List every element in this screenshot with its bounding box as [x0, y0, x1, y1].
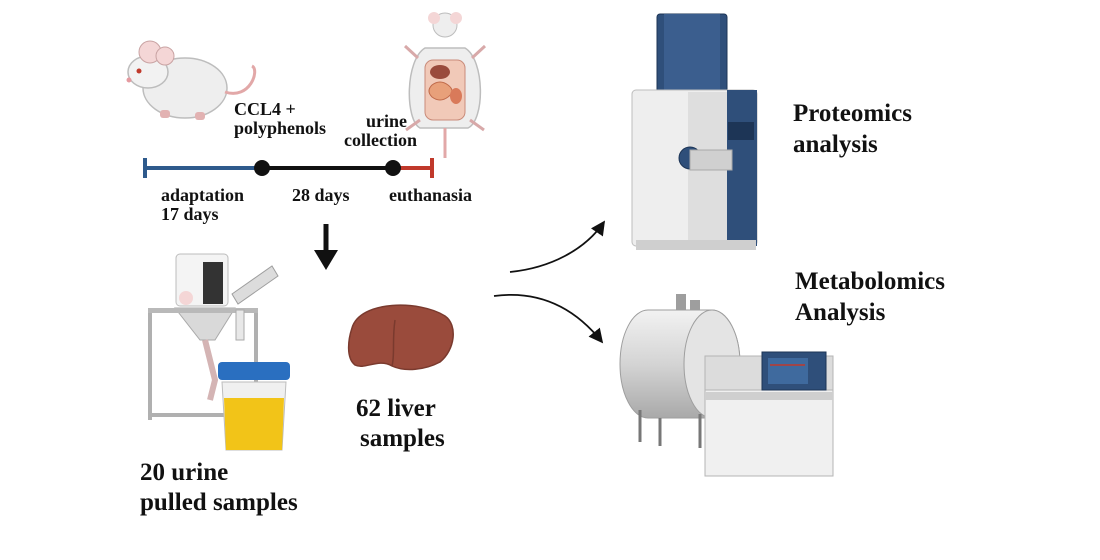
dissected-mouse-illustration	[403, 12, 487, 158]
liver-samples-label: 62 liver samples	[356, 394, 445, 454]
adaptation-label: adaptation 17 days	[161, 186, 244, 224]
collection-dot	[385, 160, 401, 176]
urine-fill	[224, 398, 284, 450]
treatment-start-dot	[254, 160, 270, 176]
timeline	[143, 158, 434, 178]
arrow-to-proteomics	[509, 220, 606, 273]
urine-collection-label: urine collection	[344, 111, 417, 150]
nmr-magnet-illustration	[619, 294, 834, 477]
treatment-label-line-2: polyphenols	[234, 117, 327, 138]
adaptation-label-line-1: adaptation	[161, 185, 245, 205]
liver-samples-line-2: samples	[360, 425, 445, 452]
down-arrow	[314, 224, 338, 270]
euthanasia-label: euthanasia	[389, 185, 473, 205]
mass-spectrometer-illustration	[631, 13, 758, 250]
urine-samples-line-1: 20 urine	[140, 459, 229, 486]
metabolomics-label-line-2: Analysis	[795, 299, 886, 327]
collection-label-line-1: urine	[365, 111, 407, 131]
liver-samples-line-1: 62 liver	[356, 395, 436, 422]
urine-cup-lid	[218, 362, 290, 380]
liver-illustration	[347, 304, 454, 371]
adaptation-days-label: 17 days	[161, 203, 219, 224]
urine-samples-line-2: pulled samples	[140, 489, 298, 516]
treatment-label: CCL4 + polyphenols	[234, 100, 326, 138]
proteomics-label: Proteomics analysis	[793, 98, 912, 161]
metabolic-cage-illustration	[148, 253, 290, 451]
proteomics-label-line-1: Proteomics	[793, 100, 912, 127]
arrow-to-metabolomics	[493, 294, 604, 344]
collection-label-line-2: collection	[344, 129, 417, 150]
proteomics-label-line-2: analysis	[793, 131, 878, 159]
urine-samples-label: 20 urine pulled samples	[140, 458, 298, 518]
mouse-illustration	[126, 40, 257, 120]
treatment-label-line-1: CCL4 +	[234, 99, 296, 119]
treatment-duration-label: 28 days	[292, 185, 350, 205]
metabolomics-label: Metabolomics Analysis	[795, 266, 945, 329]
metabolomics-label-line-1: Metabolomics	[795, 268, 945, 295]
